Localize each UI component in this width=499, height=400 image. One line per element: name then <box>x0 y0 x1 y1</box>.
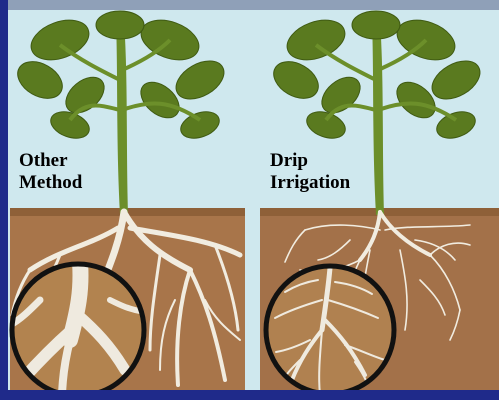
bottom-frame <box>0 390 499 400</box>
right-magnifier <box>266 266 394 395</box>
top-strip <box>8 0 499 10</box>
other-method-label-line2: Method <box>19 172 82 194</box>
drip-irrigation-label-line2: Irrigation <box>270 172 350 194</box>
drip-irrigation-label-line1: Drip <box>270 150 350 172</box>
other-method-label: Other Method <box>19 150 82 194</box>
other-method-label-line1: Other <box>19 150 82 172</box>
drip-irrigation-label: Drip Irrigation <box>270 150 350 194</box>
